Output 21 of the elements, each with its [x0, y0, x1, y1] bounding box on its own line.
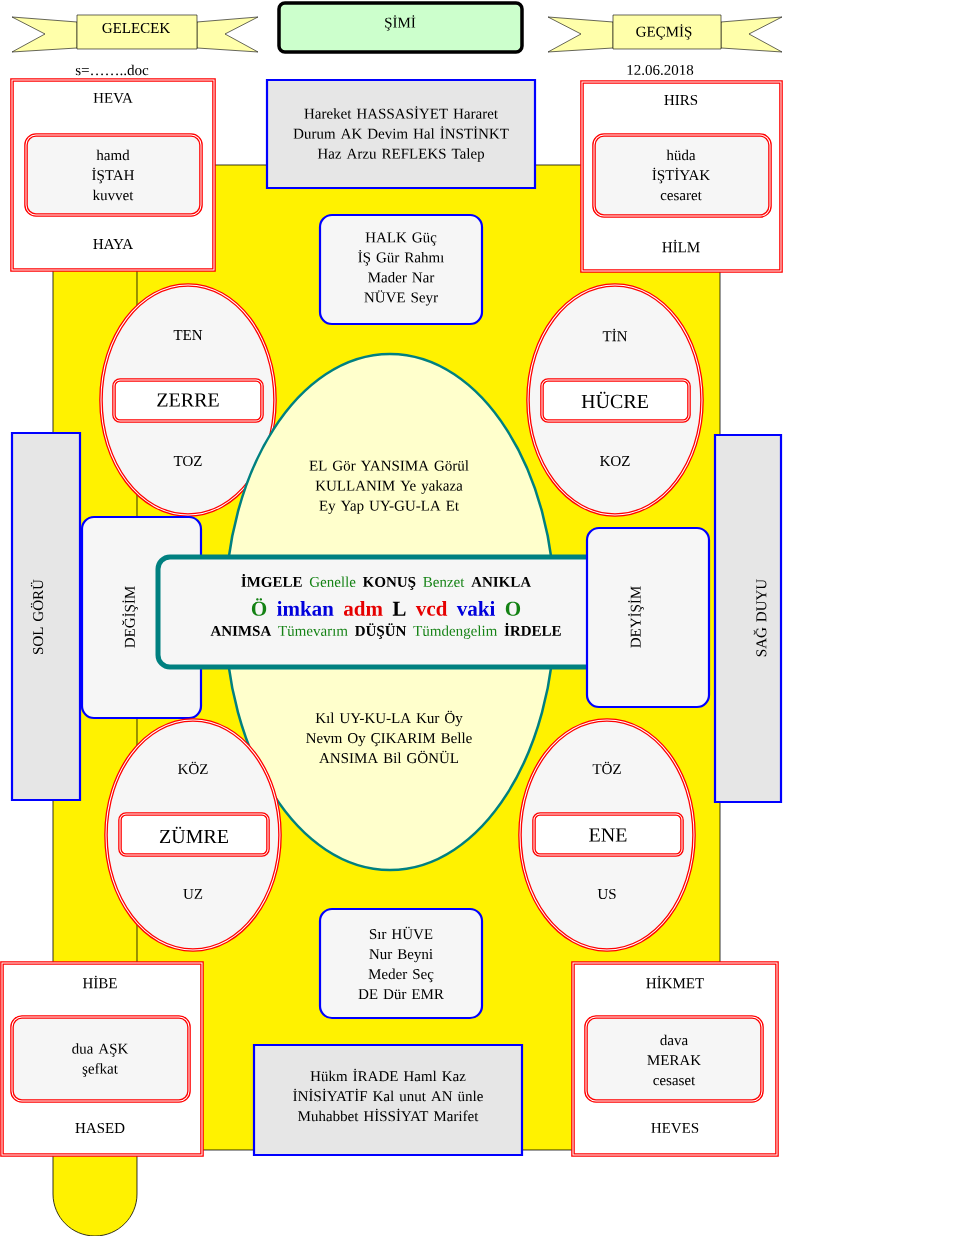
side-panel: SOL GÖRÜ	[10, 431, 82, 802]
banner-ribbon: GELECEK	[11, 14, 259, 53]
caption-text: s=……..doc	[75, 64, 149, 76]
rounded-box: ZÜMRE	[118, 812, 270, 857]
rounded-box: ZERRE	[112, 378, 264, 423]
rounded-panel: İMGELE Genelle KONUŞ Benzet ANIKLA Ö imkan adm L vcd vaki O ANIMSA Tümevarım DÜŞÜN Tümdengelim İRDELE	[155, 554, 617, 670]
rounded-box: ENE	[532, 812, 684, 857]
caption-text: 12.06.2018	[627, 64, 694, 76]
rounded-box: DEYİŞİM	[585, 526, 711, 709]
rounded-box: dua AŞK şefkat	[10, 1015, 191, 1103]
rounded-box: hamd İŞTAH kuvvet	[24, 133, 203, 217]
rounded-box: dava MERAK cesaset	[584, 1015, 764, 1103]
text-box: Hükm İRADE Haml Kaz İNİSİYATİF Kal unut AN ünle Muhabbet HİSSİYAT Marifet	[252, 1043, 524, 1157]
rounded-box: hüda İŞTİYAK cesaret	[592, 133, 772, 218]
banner-ribbon: GEÇMİŞ	[547, 14, 783, 53]
rounded-box: HALK Güç İŞ Gür Rahmı Mader Nar NÜVE Seyr	[318, 213, 484, 326]
text-box: Hareket HASSASİYET Hararet Durum AK Devim Hal İNSTİNKT Haz Arzu REFLEKS Talep	[265, 78, 537, 190]
rounded-box: HÜCRE	[540, 378, 691, 423]
side-panel: SAĞ DUYU	[713, 433, 783, 804]
rounded-box: Sır HÜVE Nur Beyni Meder Seç DE Dür EMR	[318, 907, 484, 1020]
title-box: ŞİMİ	[277, 1, 524, 54]
